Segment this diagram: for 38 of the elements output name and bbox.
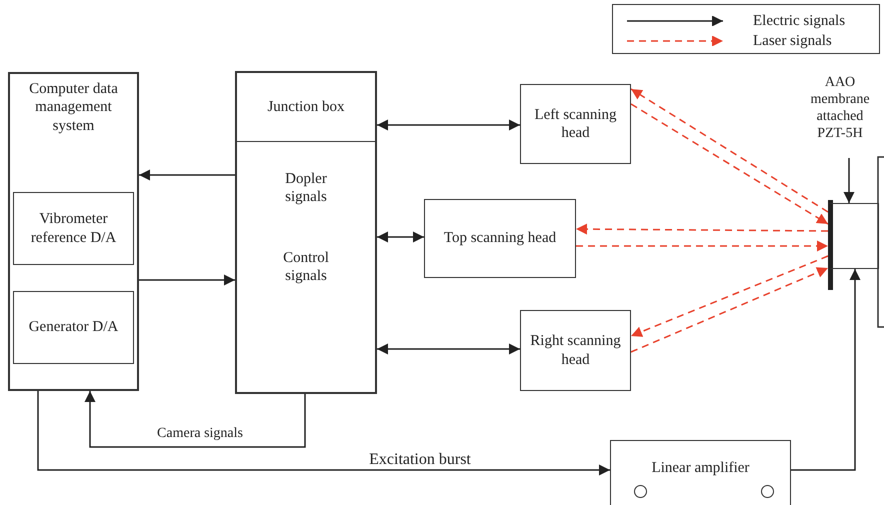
block-text: Computer data management system <box>28 80 119 135</box>
block-box <box>8 72 139 391</box>
arrow <box>377 232 424 242</box>
arrow <box>37 391 610 476</box>
laser-arrow <box>576 240 828 252</box>
signal-text: Dopler signals <box>284 170 328 207</box>
leader-arrow <box>844 158 854 203</box>
block-box <box>610 440 791 505</box>
block-box <box>424 199 576 278</box>
laser-arrow <box>630 267 828 353</box>
block-text: Right scanning head <box>529 332 622 369</box>
signal-text: Control signals <box>282 248 330 286</box>
legend-text: Electric signals <box>753 12 846 30</box>
edge-label: Camera signals <box>155 426 245 442</box>
block-box <box>13 291 134 364</box>
block-text: Left scanning head <box>533 106 618 142</box>
block-text: AAO membrane attached PZT-5H <box>809 74 871 142</box>
legend-text: Laser signals <box>753 32 832 50</box>
block-title: Junction box <box>266 98 346 116</box>
arrow <box>791 269 860 471</box>
block-text: Top scanning head <box>442 229 558 248</box>
laser-arrow <box>630 88 828 213</box>
arrow <box>377 344 520 354</box>
arrow <box>139 274 235 286</box>
membrane-box <box>828 203 879 269</box>
arrow <box>84 391 306 448</box>
block-text: Linear amplifier <box>650 459 750 478</box>
arrow <box>139 170 235 180</box>
arrow <box>377 120 520 130</box>
block-box <box>520 84 631 164</box>
laser-arrow <box>630 103 828 225</box>
block-box <box>13 192 134 265</box>
block-box <box>520 310 631 391</box>
block-box <box>235 71 377 394</box>
laser-arrow <box>630 255 828 337</box>
laser-arrow <box>576 224 828 235</box>
block-text: Vibrometer reference D/A <box>30 210 118 247</box>
block-text: Generator D/A <box>28 318 120 337</box>
